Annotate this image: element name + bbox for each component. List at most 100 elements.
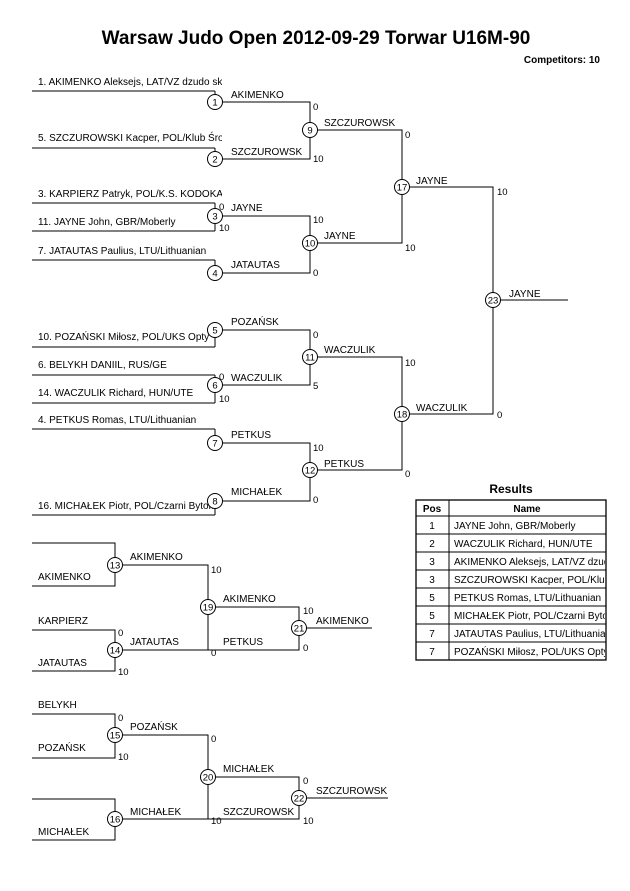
score: 10 — [497, 187, 508, 198]
results-pos: 7 — [429, 647, 435, 658]
winner-label: AKIMENKO — [130, 552, 183, 563]
round2-labels: 0 10 10 0 0 5 10 0 SZCZUROWSK JAYNE WACZ… — [313, 102, 395, 506]
score: 5 — [313, 381, 318, 392]
contest-node: 9 — [302, 122, 318, 138]
contest-nodes: 1 2 3 4 5 6 7 8 9 10 11 12 17 18 23 13 1… — [107, 94, 501, 827]
winner-label: MICHAŁEK — [231, 487, 282, 498]
contest-node: 16 — [107, 811, 123, 827]
svg-text:2: 2 — [212, 155, 217, 166]
svg-text:11: 11 — [305, 353, 315, 364]
svg-text:13: 13 — [110, 561, 121, 572]
score: 0 — [211, 734, 216, 745]
contest-node: 8 — [207, 493, 223, 509]
svg-text:22: 22 — [294, 794, 305, 805]
champion-label: JAYNE — [509, 289, 541, 300]
results-pos: 1 — [429, 521, 435, 532]
svg-text:17: 17 — [397, 183, 408, 194]
entry-pozanski: 10. POZAŃSKI Miłosz, POL/UKS Opty — [38, 330, 209, 343]
results-name: SZCZUROWSKI Kacper, POL/Klub Śr — [454, 573, 624, 586]
entry-label: MICHAŁEK — [38, 827, 89, 838]
contest-node: 18 — [394, 406, 410, 422]
results-pos: 5 — [429, 593, 435, 604]
entry-petkus: 4. PETKUS Romas, LTU/Lithuanian — [38, 415, 196, 426]
contest-node: 12 — [302, 462, 318, 478]
results-table: Pos Name 1 JAYNE John, GBR/Moberly 2 WAC… — [415, 499, 624, 661]
score: 10 — [118, 667, 129, 678]
contest-node: 22 — [291, 790, 307, 806]
score: 10 — [118, 752, 129, 763]
page-title: Warsaw Judo Open 2012-09-29 Torwar U16M-… — [102, 28, 531, 49]
winner-label: SZCZUROWSK — [231, 147, 302, 158]
contest-node: 3 — [207, 208, 223, 224]
score: 0 — [303, 643, 308, 654]
score: 0 — [219, 372, 224, 383]
svg-text:10: 10 — [305, 239, 316, 250]
results-name: WACZULIK Richard, HUN/UTE — [454, 539, 593, 550]
contest-node: 17 — [394, 179, 410, 195]
svg-text:6: 6 — [212, 381, 217, 392]
score: 10 — [405, 358, 416, 369]
score: 0 — [118, 713, 123, 724]
results-pos: 7 — [429, 629, 435, 640]
entry-belykh: 6. BELYKH DANIIL, RUS/GE — [38, 360, 167, 371]
contest-node: 6 — [207, 377, 223, 393]
winner-label: WACZULIK — [231, 373, 283, 384]
winner-label: WACZULIK — [416, 403, 468, 414]
winner-label: JAYNE — [324, 231, 356, 242]
svg-text:5: 5 — [212, 326, 217, 337]
score: 10 — [219, 223, 230, 234]
score: 10 — [211, 816, 222, 827]
score: 0 — [313, 495, 318, 506]
svg-text:23: 23 — [488, 296, 499, 307]
score: 10 — [303, 816, 314, 827]
svg-text:19: 19 — [203, 603, 214, 614]
svg-text:15: 15 — [110, 731, 121, 742]
svg-text:8: 8 — [212, 497, 217, 508]
svg-text:16: 16 — [110, 815, 121, 826]
score: 0 — [219, 202, 224, 213]
entry-label: JATAUTAS — [38, 658, 87, 669]
contest-node: 5 — [207, 322, 223, 338]
score: 0 — [405, 130, 410, 141]
results-pos: 2 — [429, 539, 435, 550]
contest-node: 19 — [200, 599, 216, 615]
score: 0 — [211, 648, 216, 659]
results-name: POZAŃSKI Miłosz, POL/UKS Opty — [454, 645, 608, 658]
contest-node: 23 — [485, 292, 501, 308]
winner-label: JATAUTAS — [231, 260, 280, 271]
score: 10 — [405, 243, 416, 254]
results-title: Results — [489, 482, 533, 496]
winner-label: JAYNE — [416, 176, 448, 187]
entry-jayne: 11. JAYNE John, GBR/Moberly — [38, 217, 175, 228]
contest-node: 21 — [291, 620, 307, 636]
winner-label: JAYNE — [231, 203, 263, 214]
results-header-name: Name — [513, 504, 541, 515]
entry-szczurowski: 5. SZCZUROWSKI Kacper, POL/Klub Środowis… — [38, 131, 281, 144]
contest-node: 14 — [107, 642, 123, 658]
results-name: JATAUTAS Paulius, LTU/Lithuanian — [454, 629, 611, 640]
contest-node: 11 — [302, 349, 318, 365]
entry-akimenko: 1. AKIMENKO Aleksejs, LAT/VZ dzudo skola — [38, 77, 236, 88]
results-pos: 3 — [429, 557, 435, 568]
results-pos: 5 — [429, 611, 435, 622]
winner-label: POZAŃSK — [130, 720, 178, 733]
results-header-pos: Pos — [423, 504, 442, 515]
svg-text:1: 1 — [212, 98, 217, 109]
contest-node: 2 — [207, 151, 223, 167]
score: 10 — [219, 394, 230, 405]
results-name: MICHAŁEK Piotr, POL/Czarni Bytom — [454, 611, 616, 622]
contest-node: 4 — [207, 265, 223, 281]
score: 10 — [313, 443, 324, 454]
entry-label: KARPIERZ — [38, 616, 88, 627]
winner-label: PETKUS — [223, 637, 263, 648]
score: 10 — [313, 215, 324, 226]
contest-node: 15 — [107, 727, 123, 743]
winner-label: JATAUTAS — [130, 637, 179, 648]
entry-michalek: 16. MICHAŁEK Piotr, POL/Czarni Bytom — [38, 501, 217, 512]
semi-final-labels: 0 10 10 0 JAYNE WACZULIK 10 0 JAYNE — [405, 130, 541, 480]
contest-node: 13 — [107, 557, 123, 573]
contest-node: 7 — [207, 435, 223, 451]
repechage-labels: AKIMENKO KARPIERZ JATAUTAS 0 10 AKIMENKO… — [38, 552, 387, 838]
competitors-count: Competitors: 10 — [524, 55, 601, 66]
